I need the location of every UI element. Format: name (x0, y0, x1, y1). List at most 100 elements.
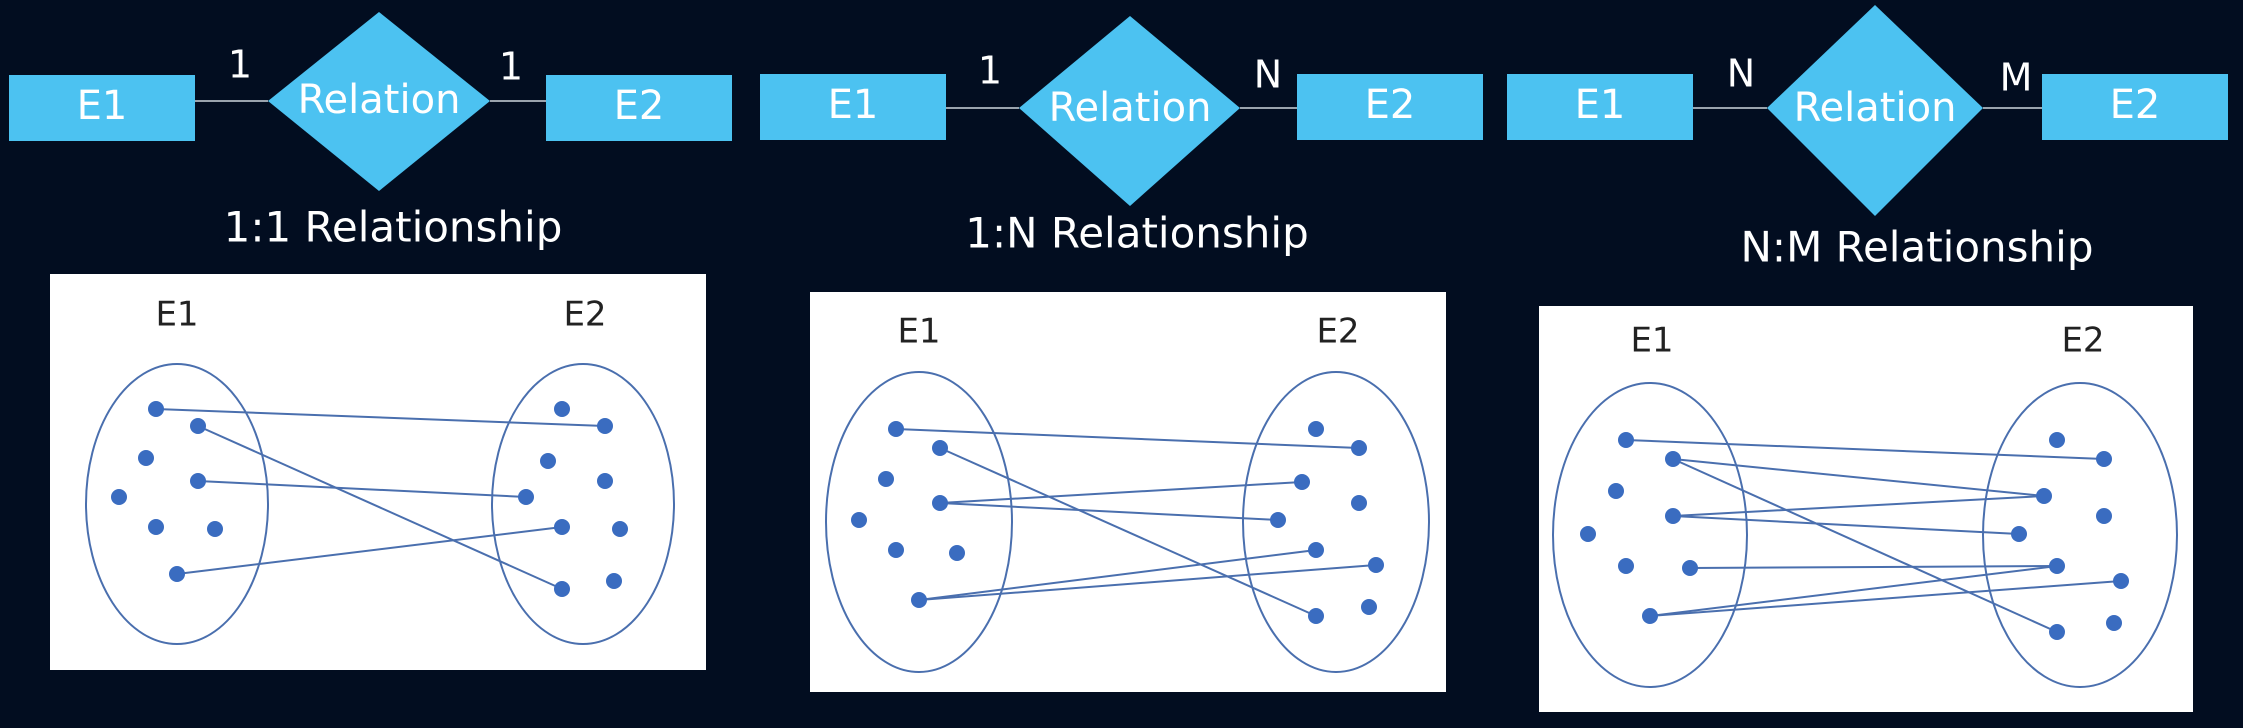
entity-label-left: E1 (1575, 82, 1626, 128)
element-dot (1368, 557, 1384, 573)
element-dot (207, 521, 223, 537)
element-dot (1351, 495, 1367, 511)
element-dot (878, 471, 894, 487)
element-dot (518, 489, 534, 505)
set-panel (50, 274, 706, 670)
mapping-line (1649, 565, 2058, 617)
set-ellipse-left (825, 371, 1013, 673)
entity-box-left (9, 75, 195, 141)
element-dot (1308, 542, 1324, 558)
element-dot (1642, 608, 1658, 624)
diagram-one-to-many: E1 Relation E2 1 N 1:N Relationship E1 E… (760, 16, 1483, 692)
entity-label-right: E2 (1365, 82, 1416, 128)
element-dot (2049, 624, 2065, 640)
element-dot (1618, 432, 1634, 448)
element-dot (1270, 512, 1286, 528)
element-dot (148, 401, 164, 417)
element-dot (554, 519, 570, 535)
mapping-line (895, 428, 1360, 449)
mapping-line (1689, 565, 2058, 569)
set-label-right: E2 (1316, 312, 1359, 352)
set-label-right: E2 (563, 295, 606, 335)
element-dot (554, 401, 570, 417)
element-dot (597, 473, 613, 489)
element-dot (190, 418, 206, 434)
element-dot (554, 581, 570, 597)
set-ellipse-right (1242, 371, 1430, 673)
element-dot (1361, 599, 1377, 615)
element-dot (138, 450, 154, 466)
element-dot (2106, 615, 2122, 631)
entity-box-right (546, 75, 732, 141)
element-dot (2096, 451, 2112, 467)
mapping-line (1672, 458, 2058, 633)
element-dot (1308, 421, 1324, 437)
cardinality-right: 1 (499, 45, 523, 89)
set-label-right: E2 (2061, 321, 2104, 361)
element-dot (1665, 451, 1681, 467)
element-dot (911, 592, 927, 608)
element-dot (2113, 573, 2129, 589)
entity-label-left: E1 (77, 83, 128, 129)
element-dot (540, 453, 556, 469)
element-dot (606, 573, 622, 589)
entity-box-right (1297, 74, 1483, 140)
element-dot (1308, 608, 1324, 624)
mapping-line (939, 481, 1303, 504)
element-dot (2096, 508, 2112, 524)
mapping-line (176, 526, 563, 575)
relation-diamond (268, 12, 490, 191)
cardinality-right: N (1254, 53, 1282, 97)
entity-label-right: E2 (614, 83, 665, 129)
mapping-line (1625, 439, 2105, 460)
element-dot (949, 545, 965, 561)
element-dot (888, 542, 904, 558)
element-dot (111, 489, 127, 505)
element-dot (932, 495, 948, 511)
mapping-line (1672, 495, 2045, 517)
relation-diamond (1767, 5, 1983, 216)
caption: 1:N Relationship (965, 209, 1308, 258)
element-dot (1665, 508, 1681, 524)
entity-label-right: E2 (2110, 82, 2161, 128)
set-ellipse-left (85, 363, 269, 645)
element-dot (1618, 558, 1634, 574)
element-dot (169, 566, 185, 582)
mapping-line (1672, 515, 2020, 535)
caption: N:M Relationship (1741, 223, 2094, 272)
element-dot (1294, 474, 1310, 490)
element-dot (190, 473, 206, 489)
set-ellipse-right (491, 363, 675, 645)
cardinality-left: 1 (978, 49, 1002, 93)
relation-diamond (1019, 16, 1240, 206)
element-dot (2049, 432, 2065, 448)
diagram-one-to-one: E1 Relation E2 1 1 1:1 Relationship E1 E… (9, 12, 732, 670)
set-label-left: E1 (897, 312, 940, 352)
element-dot (1580, 526, 1596, 542)
entity-label-left: E1 (828, 82, 879, 128)
mapping-line (918, 549, 1317, 601)
entity-box-left (1507, 74, 1693, 140)
cardinality-left: 1 (228, 43, 252, 87)
mapping-lines (895, 428, 1377, 617)
mapping-line (197, 425, 563, 590)
mapping-line (939, 502, 1279, 521)
element-dot (612, 521, 628, 537)
element-dot (888, 421, 904, 437)
mapping-line (1672, 458, 2045, 497)
relation-label: Relation (1049, 85, 1212, 131)
element-dot (1682, 560, 1698, 576)
element-dot (851, 512, 867, 528)
set-elements (111, 401, 628, 597)
mapping-line (918, 564, 1377, 601)
set-label-left: E1 (155, 295, 198, 335)
relation-label: Relation (1794, 85, 1957, 131)
set-ellipse-right (1982, 382, 2178, 688)
element-dot (597, 418, 613, 434)
mapping-line (155, 408, 606, 427)
element-dot (2036, 488, 2052, 504)
set-elements (851, 421, 1384, 624)
set-elements (1580, 432, 2129, 640)
